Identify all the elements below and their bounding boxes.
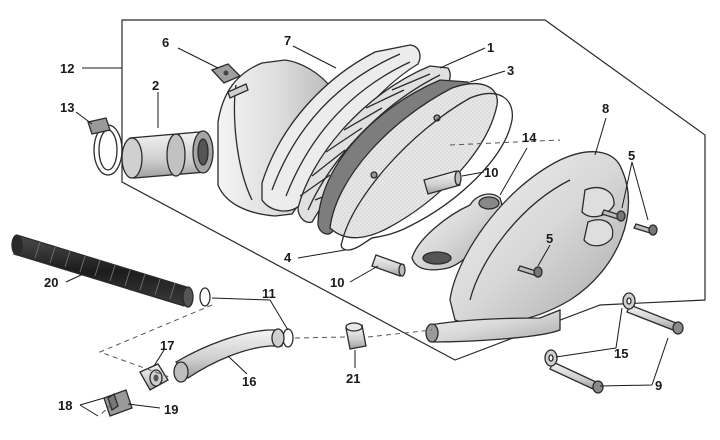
leader-lines: [65, 45, 669, 417]
washer-upper: [622, 292, 636, 310]
callout-labels: 1 2 3 4 5 5 6 7 8 9 10 10 11 12 13 14 15…: [44, 33, 662, 417]
air-box-body: [217, 44, 421, 217]
callout-8: 8: [602, 101, 609, 116]
callout-3: 3: [507, 63, 514, 78]
washer-lower: [544, 349, 558, 367]
screw-upper-1: [601, 209, 626, 222]
intake-duct: [411, 193, 503, 271]
stud-lower: [371, 254, 406, 277]
bolt-upper: [626, 304, 684, 335]
o-ring-hose: [199, 287, 211, 307]
callout-4: 4: [284, 250, 292, 265]
stud-upper: [423, 170, 462, 195]
assembly-guide-sleeve: [294, 336, 347, 339]
gasket: [340, 92, 513, 251]
callout-14: 14: [522, 130, 537, 145]
callout-5-upper: 5: [628, 148, 635, 163]
callout-12: 12: [60, 61, 74, 76]
corrugated-hose: [11, 234, 194, 308]
callout-21: 21: [346, 371, 360, 386]
callout-7: 7: [284, 33, 291, 48]
callout-6: 6: [162, 35, 169, 50]
screw-lower: [517, 265, 543, 278]
screw-upper-2: [633, 223, 658, 236]
callout-10-lower: 10: [330, 275, 344, 290]
callout-5-lower: 5: [546, 231, 553, 246]
air-box-cover: [425, 151, 630, 343]
assembly-guide-cover: [367, 329, 433, 338]
callout-1: 1: [487, 40, 494, 55]
callout-18: 18: [58, 398, 72, 413]
clip-nut: [210, 63, 242, 84]
assembly-frame: [121, 19, 706, 361]
hose-clamp: [87, 117, 123, 176]
filter-sponge: [317, 79, 498, 239]
drain-cap: [103, 389, 133, 417]
callout-17: 17: [160, 338, 174, 353]
drain-fitting: [139, 363, 169, 391]
callout-13: 13: [60, 100, 74, 115]
sleeve-small: [345, 322, 367, 350]
callout-10-upper: 10: [484, 165, 498, 180]
bolt-lower: [549, 361, 604, 394]
callout-16: 16: [242, 374, 256, 389]
callout-9: 9: [655, 378, 662, 393]
callout-15: 15: [614, 346, 628, 361]
assembly-guide-bolt: [449, 139, 561, 146]
assembly-guide-hose: [98, 304, 213, 379]
callout-2: 2: [152, 78, 159, 93]
callout-20: 20: [44, 275, 58, 290]
callout-11: 11: [262, 286, 276, 301]
drain-pipe: [173, 328, 285, 383]
assembly-guide-cap: [99, 403, 113, 416]
callout-19: 19: [164, 402, 178, 417]
connector-sleeve: [121, 130, 214, 179]
